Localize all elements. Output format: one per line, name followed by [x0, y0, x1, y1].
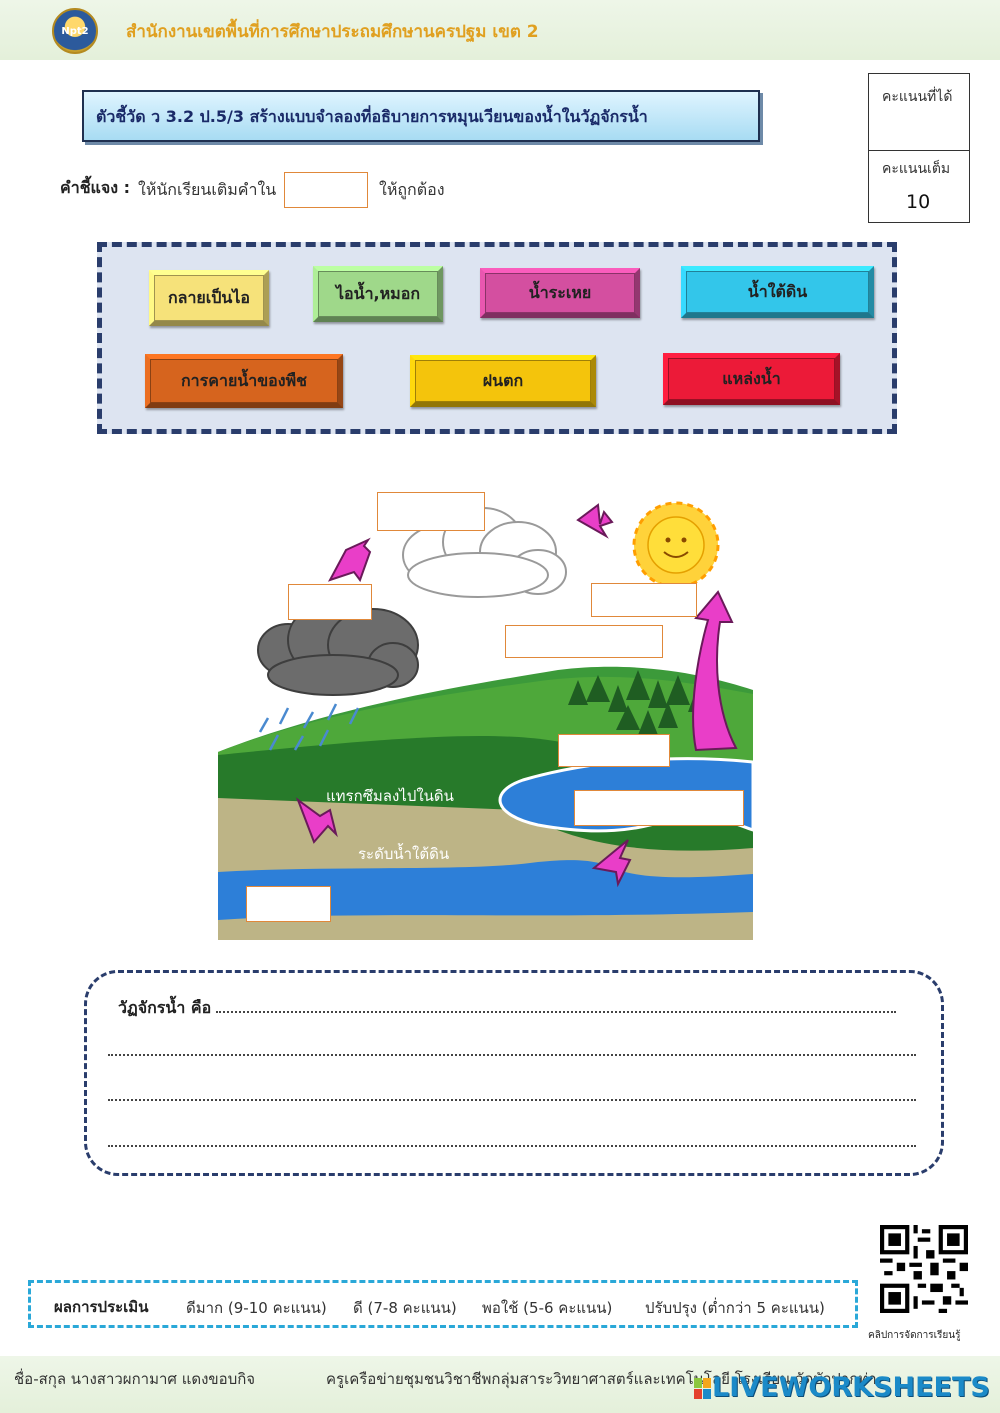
evaluation-box: [28, 1280, 858, 1328]
rain-streaks: [258, 703, 360, 751]
white-cloud: [402, 507, 567, 598]
water-cycle-illustration: [218, 480, 755, 940]
label-seep-into-soil: แทรกซึมลงไปในดิน: [326, 787, 454, 805]
header-band: [0, 0, 1000, 60]
blank-vapor-fog[interactable]: [377, 492, 485, 531]
water-cycle-diagram: แทรกซึมลงไปในดิน ระดับน้ำใต้ดิน: [218, 480, 755, 940]
score-got-label: คะแนนที่ได้: [882, 89, 953, 105]
author-name: ชื่อ-สกุล นางสาวผกามาศ แดงขอบกิจ: [14, 1370, 256, 1388]
word-chip-groundwater[interactable]: น้ำใต้ดิน: [681, 266, 874, 318]
answer-line-4[interactable]: [108, 1145, 916, 1147]
label-groundwater-level: ระดับน้ำใต้ดิน: [358, 845, 450, 863]
score-divider: [869, 150, 969, 151]
rain-cloud: [257, 603, 419, 696]
qr-code[interactable]: [880, 1225, 968, 1313]
cycle-arrows: [295, 503, 738, 888]
liveworksheets-logo-icon: [694, 1378, 711, 1399]
evaluation-level-fair: พอใช้ (5-6 คะแนน): [482, 1299, 613, 1317]
blank-transpiration[interactable]: [505, 625, 663, 658]
footer-band: [0, 1356, 1000, 1413]
word-chip-transpiration[interactable]: การคายน้ำของพืช: [145, 354, 343, 408]
office-title: สำนักงานเขตพื้นที่การศึกษาประถมศึกษานครป…: [126, 22, 539, 42]
answer-line-2[interactable]: [108, 1054, 916, 1056]
score-box: [868, 73, 970, 223]
instruction-text-after: ให้ถูกต้อง: [379, 180, 445, 199]
indicator-text: ตัวชี้วัด ว 3.2 ป.5/3 สร้างแบบจำลองที่อธ…: [96, 107, 648, 126]
evaluation-label: ผลการประเมิน: [54, 1298, 149, 1316]
blank-cloud[interactable]: [288, 584, 372, 620]
answer-label: วัฏจักรน้ำ คือ: [118, 998, 212, 1017]
qr-caption: คลิปการจัดการเรียนรู้: [868, 1330, 961, 1341]
instruction-text-before: ให้นักเรียนเติมคำใน: [138, 180, 277, 199]
blank-groundwater[interactable]: [246, 886, 331, 922]
word-chip-evaporate-into-vapor[interactable]: กลายเป็นไอ: [149, 270, 269, 326]
answer-box: [84, 970, 944, 1176]
soil-bottom: [218, 912, 753, 940]
blank-evaporate[interactable]: [591, 583, 697, 617]
score-full-label: คะแนนเต็ม: [882, 161, 951, 177]
teacher-network-text: ครูเครือข่ายชุมชนวิชาชีพกลุ่มสาระวิทยาศา…: [326, 1370, 877, 1388]
blank-water-source[interactable]: [574, 790, 744, 826]
score-full-value: 10: [906, 191, 931, 213]
word-chip-water-source[interactable]: แหล่งน้ำ: [663, 353, 840, 405]
answer-line-3[interactable]: [108, 1099, 916, 1101]
office-logo: Npt2: [52, 8, 98, 54]
evaluation-level-improve: ปรับปรุง (ต่ำกว่า 5 คะแนน): [645, 1299, 825, 1317]
instruction-sample-box: [284, 172, 368, 208]
evaluation-level-excellent: ดีมาก (9-10 คะแนน): [186, 1299, 327, 1317]
word-chip-evaporation[interactable]: น้ำระเหย: [480, 268, 640, 318]
word-chip-vapor-fog[interactable]: ไอน้ำ,หมอก: [313, 266, 443, 322]
answer-line-1[interactable]: [216, 1011, 896, 1013]
logo-text: Npt2: [61, 25, 89, 37]
indicator-banner: ตัวชี้วัด ว 3.2 ป.5/3 สร้างแบบจำลองที่อธ…: [82, 90, 760, 142]
sun: [632, 501, 720, 589]
evaluation-level-good: ดี (7-8 คะแนน): [353, 1299, 457, 1317]
blank-evaporation[interactable]: [558, 734, 670, 767]
word-chip-rainfall[interactable]: ฝนตก: [410, 355, 596, 407]
instruction-label: คำชี้แจง :: [60, 178, 131, 197]
liveworksheets-brand[interactable]: LIVEWORKSHEETS: [712, 1372, 990, 1403]
